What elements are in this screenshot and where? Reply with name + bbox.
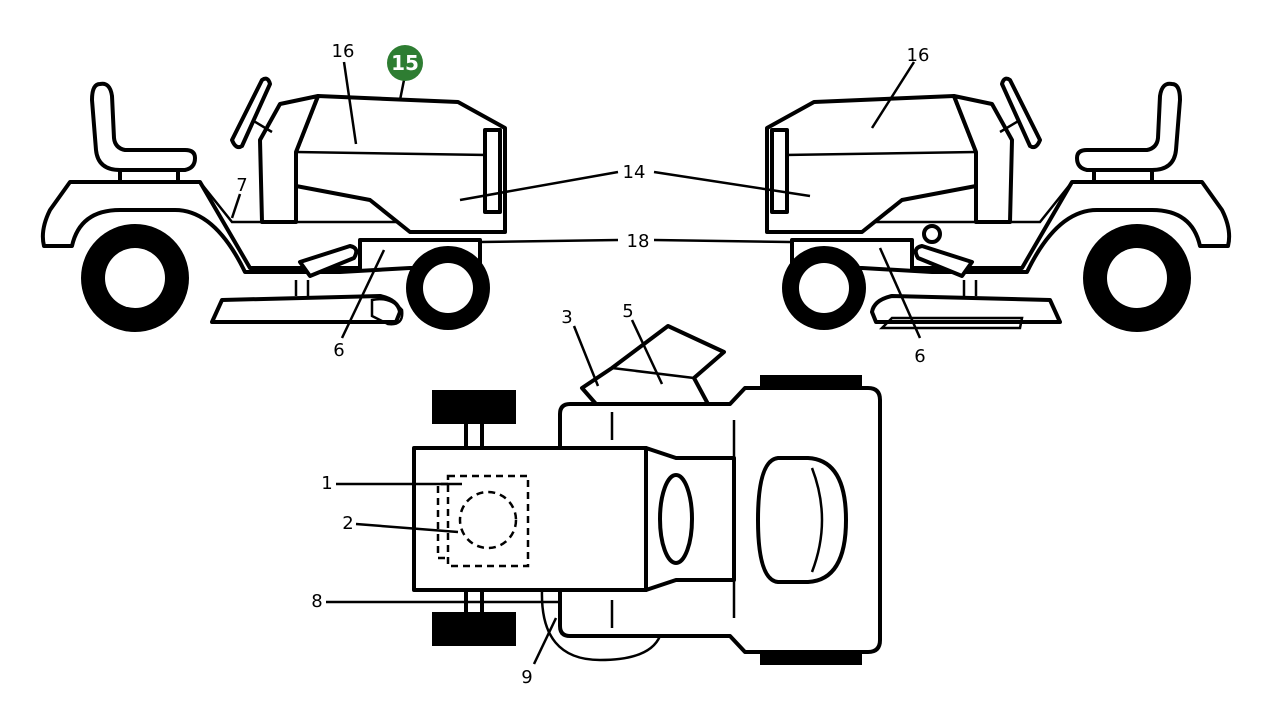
callout-1: 1 bbox=[321, 473, 332, 494]
seat-left bbox=[90, 81, 197, 172]
callout-9: 9 bbox=[521, 667, 532, 688]
callout-15: 15 bbox=[391, 51, 419, 75]
callout-16-right: 16 bbox=[907, 45, 930, 66]
tractor-right-side-view bbox=[653, 61, 1232, 339]
seat-top bbox=[756, 456, 848, 584]
steering-wheel-top bbox=[658, 473, 694, 565]
callout-7: 7 bbox=[236, 175, 247, 196]
callout-2: 2 bbox=[342, 513, 353, 534]
callout-14: 14 bbox=[623, 162, 646, 183]
front-wheel-left bbox=[406, 246, 490, 330]
callout-8: 8 bbox=[311, 591, 322, 612]
hood-top bbox=[412, 446, 648, 592]
callout-16-left: 16 bbox=[332, 41, 355, 62]
callout-15-badge: 15 bbox=[387, 45, 423, 81]
decal-outline-1 bbox=[446, 474, 530, 568]
decal-outline-2 bbox=[458, 490, 518, 550]
callout-18: 18 bbox=[627, 231, 650, 252]
steering-wheel-left bbox=[230, 76, 272, 150]
tractor-top-view bbox=[326, 319, 882, 665]
front-wheel-top-1 bbox=[432, 390, 516, 424]
hood-left bbox=[294, 94, 507, 234]
front-wheel-top-2 bbox=[432, 612, 516, 646]
callout-6-right: 6 bbox=[914, 346, 925, 367]
callout-3: 3 bbox=[561, 307, 572, 328]
callout-5: 5 bbox=[622, 301, 633, 322]
callout-6-left: 6 bbox=[333, 340, 344, 361]
rear-fender-left bbox=[40, 180, 482, 274]
tractor-left-side-view bbox=[40, 61, 619, 339]
rear-wheel-left bbox=[81, 224, 189, 332]
